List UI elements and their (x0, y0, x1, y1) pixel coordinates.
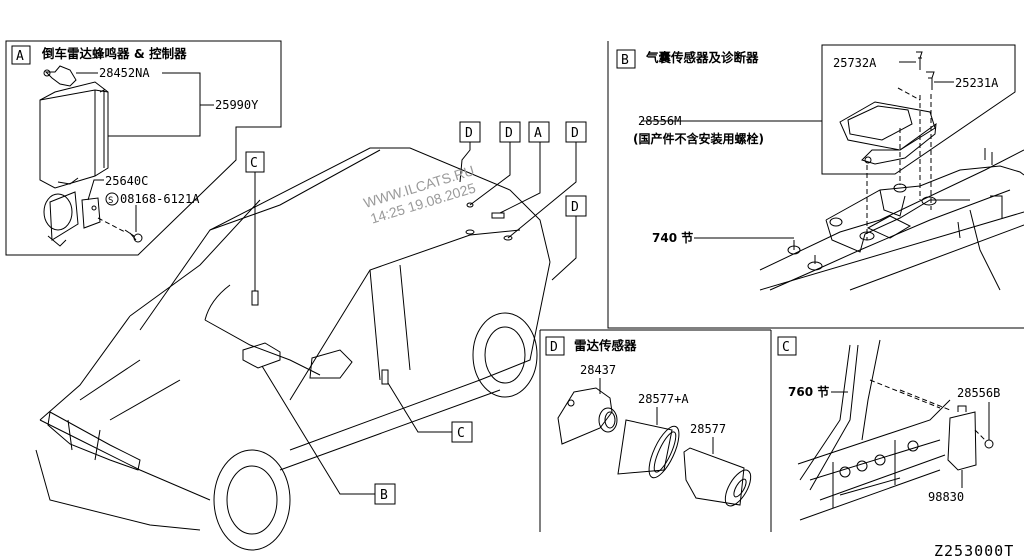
pillar-drawing (797, 339, 951, 521)
callout-c-door-letter: C (457, 426, 465, 441)
part-28452na[interactable]: 28452NA (99, 66, 150, 80)
buzzer-drawing (43, 191, 101, 247)
panel-d-letter-box[interactable] (545, 336, 565, 356)
panel-a-border (5, 40, 282, 256)
s-symbol-letter: S (108, 196, 113, 206)
panel-c-letter: C (782, 340, 790, 355)
panel-d-border (539, 329, 771, 532)
part-28577[interactable]: 28577 (690, 422, 726, 436)
callout-d-1-letter: D (465, 126, 473, 141)
controller-unit-drawing (39, 65, 109, 189)
leader-25640c (87, 179, 104, 201)
part-28556m-note: (国产件不含安装用螺栓) (633, 131, 764, 146)
overview-callouts: C D D A D D C B (245, 121, 587, 505)
panel-d: D 雷达传感器 28437 28577+A 28577 (539, 329, 771, 532)
screw-drawing (97, 217, 143, 243)
sensor-bracket-drawing (683, 447, 752, 507)
floor-bracket-drawing (759, 148, 1024, 291)
leader-28556m (641, 120, 823, 122)
sensor-unit-c-drawing (947, 405, 994, 471)
callout-d-3-leader (507, 142, 577, 239)
callout-a-leader (499, 142, 541, 214)
callout-a[interactable] (528, 121, 550, 143)
part-25231a[interactable]: 25231A (955, 76, 999, 90)
callout-d-4-leader (551, 216, 577, 281)
part-25640c[interactable]: 25640C (105, 174, 148, 188)
watermark: WWW.ILCATS.RU 14:25 19.08.2025 (362, 162, 478, 227)
part-28556b[interactable]: 28556B (957, 386, 1000, 400)
leader-25990y (108, 72, 214, 137)
panel-c-letter-box[interactable] (777, 336, 797, 356)
panel-b: B 气囊传感器及诊断器 25732A 25231A 28556M (国产件不含安… (607, 41, 1024, 329)
part-760[interactable]: 760 节 (788, 384, 829, 399)
panel-c: C 760 节 28556B 98830 (770, 330, 1000, 532)
callout-c-door-leader (387, 382, 452, 433)
panel-a: A 倒车雷达蜂鸣器 & 控制器 28452NA 25990Y 25640C (5, 40, 282, 256)
part-28556m[interactable]: 28556M (638, 114, 681, 128)
part-25990y[interactable]: 25990Y (215, 98, 259, 112)
panel-b-title: 气囊传感器及诊断器 (645, 50, 759, 65)
panel-b-border (607, 41, 1024, 329)
callout-d-2-leader (469, 142, 511, 206)
diagram-code: Z253000T (934, 542, 1014, 560)
callout-d-1-leader (459, 142, 471, 183)
s-symbol-icon (105, 192, 119, 206)
part-98830[interactable]: 98830 (928, 490, 964, 504)
panel-d-letter: D (550, 340, 558, 355)
part-25732a[interactable]: 25732A (833, 56, 877, 70)
panel-a-letter-box[interactable] (11, 45, 31, 65)
airbag-module-drawing (839, 101, 937, 165)
callout-c-roof-letter: C (250, 156, 258, 171)
part-08168-6121a[interactable]: 08168-6121A (120, 192, 200, 206)
callout-a-letter: A (534, 126, 542, 141)
callout-d-2-letter: D (505, 126, 513, 141)
panel-a-letter: A (16, 49, 24, 64)
vehicle-drawing (35, 147, 551, 551)
panel-b-letter-box[interactable] (616, 49, 636, 69)
part-28437[interactable]: 28437 (580, 363, 616, 377)
sensor-holder-drawing (617, 419, 680, 479)
radar-sensor-drawing (557, 387, 618, 445)
part-28577a[interactable]: 28577+A (638, 392, 689, 406)
panel-b-letter: B (621, 53, 629, 68)
panel-d-title: 雷达传感器 (574, 338, 637, 353)
install-dashed-lines (866, 87, 932, 240)
callout-b-leader (261, 365, 375, 495)
bolt-25732a-icon (916, 51, 923, 70)
airbag-detail-frame (821, 44, 1016, 175)
callout-d-4-letter: D (571, 200, 579, 215)
part-740[interactable]: 740 节 (652, 230, 693, 245)
panel-a-title: 倒车雷达蜂鸣器 & 控制器 (41, 46, 187, 61)
callout-b-letter: B (380, 488, 388, 503)
callout-d-3-letter: D (571, 126, 579, 141)
bolt-25231a-icon (926, 71, 935, 90)
